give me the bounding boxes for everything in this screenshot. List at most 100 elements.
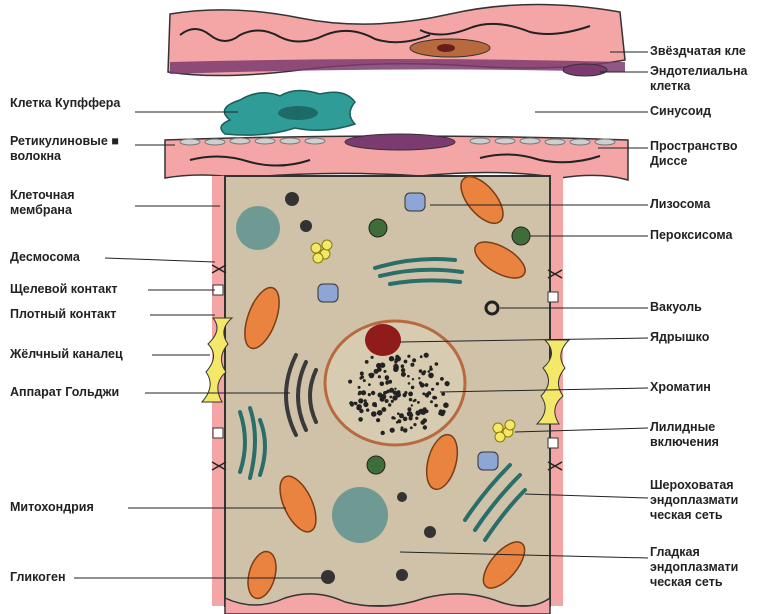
chromatin-granule [422,418,427,423]
chromatin-granule [388,403,391,406]
chromatin-granule [413,423,416,426]
label-cell-membrane: Клеточная мембрана [10,188,75,218]
chromatin-granule [445,381,450,386]
chromatin-granule [390,428,395,433]
label-lysosome: Лизосома [650,197,710,212]
chromatin-granule [423,425,427,429]
chromatin-granule [391,400,394,403]
chromatin-granule [368,383,371,386]
chromatin-granule [382,407,387,412]
chromatin-granule [372,373,375,376]
label-space-of-disse: Пространство Диссе [650,139,738,169]
chromatin-granule [377,410,383,416]
chromatin-granule [410,363,414,367]
label-bile-canaliculus: Жёлчный каналец [10,347,123,362]
chromatin-granule [425,383,429,387]
chromatin-granule [403,428,408,433]
chromatin-granule [420,383,425,388]
nucleolus [365,324,401,356]
label-gap-junction: Щелевой контакт [10,282,117,297]
chromatin-granule [394,365,399,370]
chromatin-granule [385,375,390,380]
chromatin-granule [391,416,394,419]
chromatin-granule [417,401,420,404]
chromatin-granule [415,417,418,420]
chromatin-granule [385,380,389,384]
chromatin-granule [419,369,423,373]
chromatin-granule [358,398,363,403]
chromatin-granule [374,369,379,374]
label-golgi: Аппарат Гольджи [10,385,119,400]
chromatin-granule [389,396,392,399]
chromatin-granule [385,399,389,403]
chromatin-granule [425,409,429,413]
chromatin-granule [380,382,385,387]
chromatin-granule [394,361,397,364]
label-smooth-er: Гладкая эндоплазмати ческая сеть [650,545,760,590]
chromatin-granule [432,396,436,400]
chromatin-granule [360,372,364,376]
label-vacuole: Вакуоль [650,300,702,315]
label-stellate-cell: Звёздчатая кле [650,44,746,59]
chromatin-granule [380,363,385,368]
chromatin-granule [395,392,401,398]
chromatin-granule [404,391,407,394]
label-chromatin: Хроматин [650,380,711,395]
chromatin-granule [371,356,374,359]
chromatin-granule [358,386,361,389]
label-tight-junction: Плотный контакт [10,307,116,322]
label-peroxisome: Пероксисома [650,228,732,243]
chromatin-granule [440,377,444,381]
label-nucleolus: Ядрышко [650,330,709,345]
chromatin-granule [366,408,369,411]
chromatin-granule [404,360,408,364]
chromatin-granule [418,377,420,379]
chromatin-granule [407,407,411,411]
chromatin-granule [407,411,413,417]
chromatin-granule [434,404,438,408]
chromatin-granule [401,364,405,368]
chromatin-granule [358,391,362,395]
chromatin-granule [436,382,439,385]
chromatin-granule [428,370,431,373]
nucleus [325,321,465,445]
chromatin-granule [412,378,414,380]
label-rough-er: Шероховатая эндоплазмати ческая сеть [650,478,760,523]
chromatin-granule [410,426,413,429]
chromatin-granule [371,391,375,395]
chromatin-granule [365,360,369,364]
chromatin-granule [363,379,366,382]
label-reticulin-fibers: Ретикулиновые ■ волокна [10,134,119,164]
chromatin-granule [430,400,433,403]
chromatin-granule [399,413,404,418]
label-sinusoid: Синусоид [650,104,711,119]
label-mitochondria: Митохондрия [10,500,94,515]
chromatin-granule [420,355,423,358]
endothelial-cell-top [170,59,625,74]
chromatin-granule [384,370,387,373]
label-lipid-inclusions: Лилидные включения [650,420,719,450]
chromatin-granule [401,368,405,372]
chromatin-granule [400,428,403,431]
chromatin-granule [389,388,394,393]
chromatin-granule [376,418,380,422]
stellate-layer [168,4,625,76]
chromatin-granule [389,356,394,361]
disse-band [165,134,628,180]
chromatin-granule [431,388,434,391]
chromatin-granule [415,410,420,415]
chromatin-granule [408,392,413,397]
chromatin-granule [429,367,433,371]
chromatin-granule [440,411,445,416]
chromatin-granule [413,400,415,402]
chromatin-granule [408,382,411,385]
chromatin-granule [358,417,363,422]
chromatin-granule [396,421,399,424]
chromatin-granule [371,411,377,417]
chromatin-granule [424,353,429,358]
chromatin-granule [378,375,381,378]
chromatin-granule [363,402,368,407]
chromatin-granule [409,398,412,401]
chromatin-granule [354,402,357,405]
chromatin-granule [375,405,377,407]
